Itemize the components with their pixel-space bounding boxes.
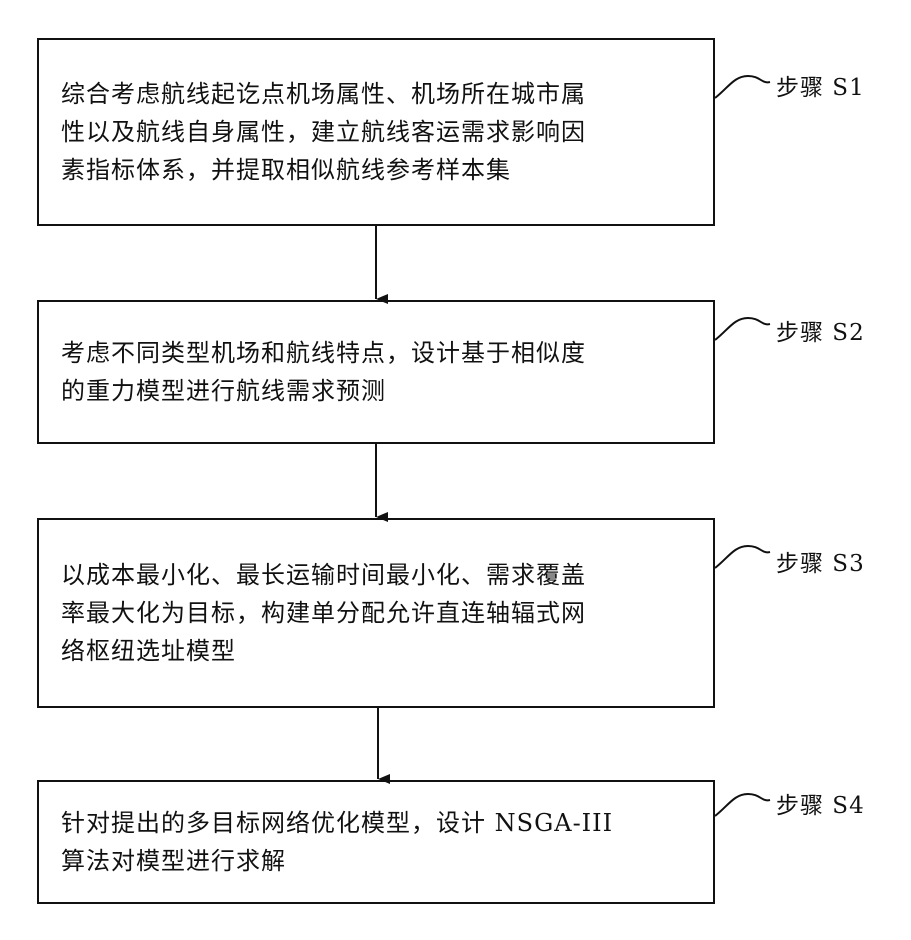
- step-s1-text-line-2: 性以及航线自身属性，建立航线客运需求影响因: [61, 118, 586, 146]
- step-s4-text-line-1: 针对提出的多目标网络优化模型，设计 NSGA-III: [61, 809, 614, 837]
- step-s3-text-line-1: 以成本最小化、最长运输时间最小化、需求覆盖: [61, 561, 586, 589]
- step-s3-label: 步骤 S3: [776, 551, 865, 577]
- step-s1-label: 步骤 S1: [776, 75, 865, 101]
- step-s1-text-line-1: 综合考虑航线起讫点机场属性、机场所在城市属: [61, 80, 586, 108]
- leader-line-s4: [714, 792, 771, 817]
- step-s4-text-line-2: 算法对模型进行求解: [61, 847, 286, 875]
- step-s4-box: 针对提出的多目标网络优化模型，设计 NSGA-III 算法对模型进行求解: [37, 780, 715, 904]
- step-s4-label: 步骤 S4: [776, 793, 865, 819]
- leader-line-s3: [714, 544, 771, 569]
- step-s1-text-line-3: 素指标体系，并提取相似航线参考样本集: [61, 156, 511, 184]
- leader-line-s2: [714, 316, 771, 341]
- step-s2-text-line-2: 的重力模型进行航线需求预测: [61, 377, 386, 405]
- step-s2-label: 步骤 S2: [776, 320, 865, 346]
- step-s1-box: 综合考虑航线起讫点机场属性、机场所在城市属 性以及航线自身属性，建立航线客运需求…: [37, 38, 715, 226]
- leader-line-s1: [714, 74, 771, 99]
- step-s3-text-line-3: 络枢纽选址模型: [61, 637, 236, 665]
- step-s3-box: 以成本最小化、最长运输时间最小化、需求覆盖 率最大化为目标，构建单分配允许直连轴…: [37, 518, 715, 708]
- step-s3-text-line-2: 率最大化为目标，构建单分配允许直连轴辐式网: [61, 599, 586, 627]
- step-s2-text-line-1: 考虑不同类型机场和航线特点，设计基于相似度: [61, 339, 586, 367]
